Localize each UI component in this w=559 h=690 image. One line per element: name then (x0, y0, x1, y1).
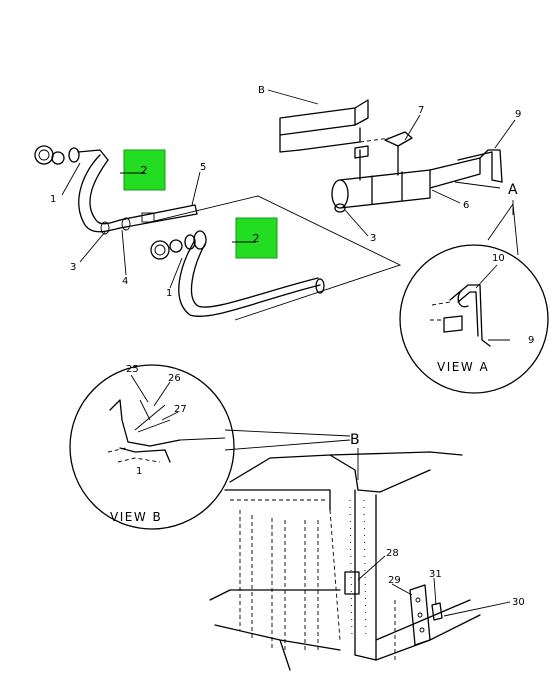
view-a-detail: 10 9 VIEW A (399, 200, 549, 394)
leaders-top (61, 89, 516, 289)
bracket-7 (354, 131, 413, 181)
label-b-top: B (258, 85, 265, 96)
leaders-cab (357, 555, 511, 617)
label-6: 6 (463, 200, 469, 211)
fitting-left (34, 145, 109, 165)
label-3-muffler: 3 (370, 233, 376, 244)
label-26: 26 (168, 373, 181, 384)
truck-cab (209, 451, 481, 671)
label-4: 4 (122, 276, 128, 287)
svg-text:2: 2 (253, 232, 260, 245)
reference-plane (149, 195, 402, 321)
marker-a: A (508, 182, 518, 198)
svg-text:2: 2 (141, 164, 148, 177)
callout-2-lower: 2 (235, 217, 278, 259)
bracket-b (279, 99, 391, 153)
label-b-cab: B (350, 432, 360, 448)
label-25: 25 (126, 364, 139, 375)
hose-assembly-upper (78, 154, 198, 235)
label-1-viewb: 1 (136, 466, 142, 477)
callout-2-upper: 2 (123, 149, 166, 191)
label-9-top: 9 (515, 109, 521, 120)
label-3-left: 3 (70, 262, 76, 273)
label-27: 27 (174, 404, 187, 415)
tailpipe-9 (457, 149, 503, 183)
label-5: 5 (200, 162, 206, 173)
label-28: 28 (386, 548, 399, 559)
label-1-left: 1 (50, 194, 56, 205)
caption-view-b: VIEW B (110, 510, 162, 524)
label-1-mid: 1 (166, 288, 172, 299)
label-10: 10 (492, 253, 505, 264)
leaders-b (224, 429, 359, 480)
label-29: 29 (388, 575, 401, 586)
muffler (331, 157, 481, 213)
label-30: 30 (512, 597, 525, 608)
caption-view-a: VIEW A (437, 360, 489, 374)
label-7: 7 (418, 105, 424, 116)
view-b-detail: 25 26 27 1 VIEW B (69, 364, 235, 530)
fitting-mid (150, 234, 196, 260)
label-31: 31 (429, 569, 442, 580)
label-9-view: 9 (528, 335, 534, 346)
hose-assembly-lower (178, 230, 325, 317)
